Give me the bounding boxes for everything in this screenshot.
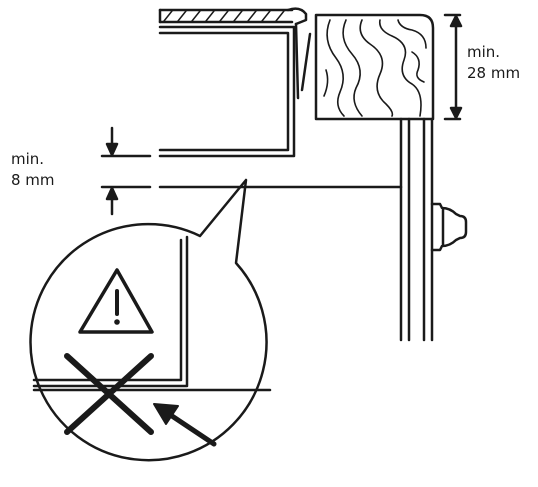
zoomed-detail (32, 235, 272, 392)
worktop-thickness-label: min. 28 mm (467, 42, 520, 84)
worktop-thickness-line1: min. (467, 43, 501, 61)
dimension-arrow-8mm (100, 126, 152, 216)
cross-mark-icon (64, 353, 154, 435)
cabinet-panel (399, 117, 434, 342)
knob-icon (430, 202, 468, 252)
worktop-thickness-line2: 28 mm (467, 64, 521, 82)
gap-label: min. 8 mm (11, 149, 55, 191)
magnifier-callout (29, 178, 268, 462)
appliance-housing (158, 22, 312, 158)
worktop-slab (158, 7, 308, 26)
gap-line1: min. (11, 150, 45, 168)
gap-line2: 8 mm (11, 171, 55, 189)
wooden-rail (314, 13, 435, 121)
dimension-arrow-28mm (443, 13, 463, 121)
warning-triangle-icon (78, 268, 154, 334)
arrow-icon (153, 403, 217, 447)
